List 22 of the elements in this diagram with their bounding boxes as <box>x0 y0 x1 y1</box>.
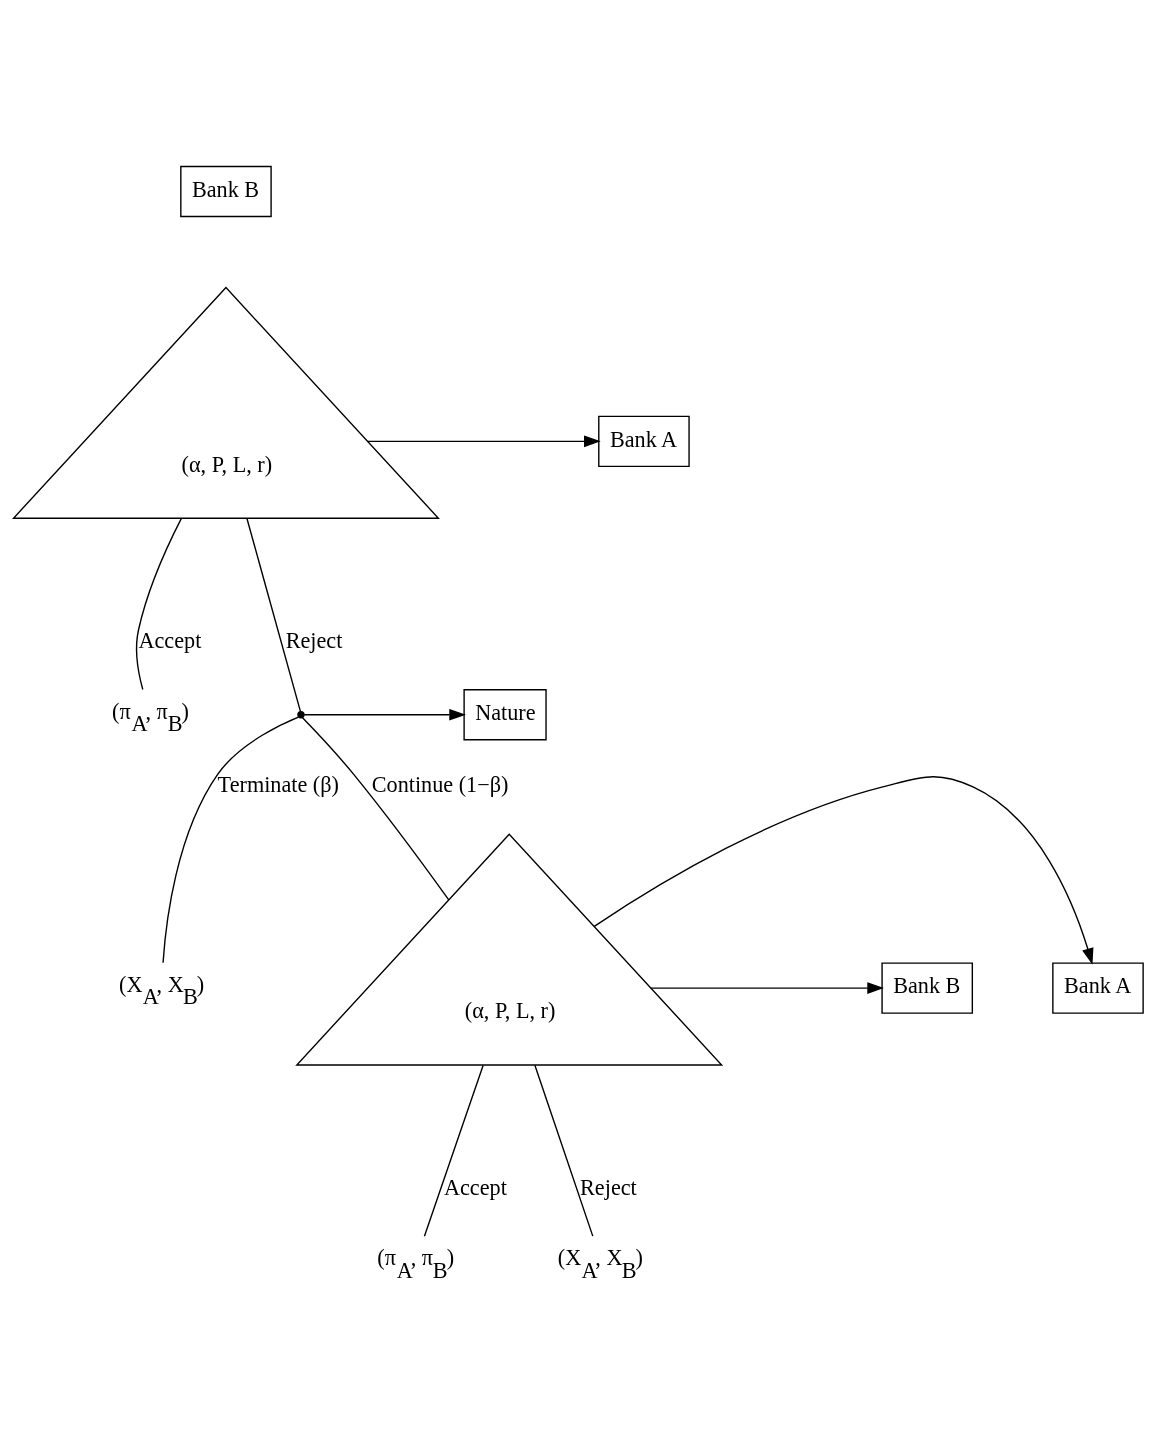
connector <box>423 1064 484 1237</box>
edge-label: Reject <box>580 1174 637 1200</box>
node-box: Bank B <box>180 165 272 217</box>
node-box: Nature <box>463 688 547 740</box>
node-box: Bank A <box>1052 961 1144 1014</box>
connector <box>534 1064 594 1237</box>
arrow <box>303 708 466 721</box>
edge-label: Terminate (β) <box>217 771 339 797</box>
edge-label: Accept <box>443 1174 507 1200</box>
connector <box>301 716 450 901</box>
edge-label: Reject <box>285 627 343 653</box>
node-point <box>297 710 305 718</box>
edge-label: Accept <box>138 627 202 653</box>
node-box: Bank B <box>881 961 974 1014</box>
connector <box>246 517 302 712</box>
connector <box>162 715 300 963</box>
node-box: Bank A <box>598 415 690 467</box>
connector <box>135 517 183 690</box>
edge-label: Continue (1−β) <box>371 771 509 797</box>
arrow <box>366 435 601 447</box>
arrow <box>650 981 884 994</box>
arrow <box>593 775 1094 965</box>
